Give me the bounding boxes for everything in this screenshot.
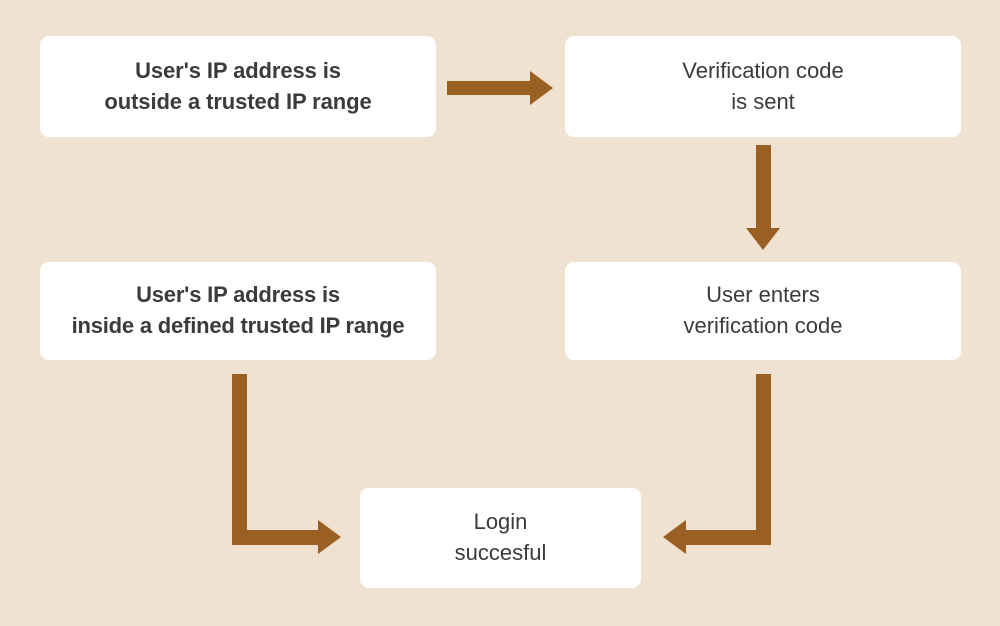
arrow-code-sent-to-enters-code (746, 145, 780, 250)
node-label: Login succesful (454, 509, 547, 565)
node-verification-code-sent: Verification code is sent (565, 36, 961, 137)
node-label: User's IP address is outside a trusted I… (104, 57, 372, 114)
node-label: User enters verification code (683, 282, 843, 338)
arrow-enters-code-to-login (663, 374, 771, 554)
arrow-inside-to-login (232, 374, 341, 554)
node-label: User's IP address is inside a defined tr… (71, 282, 405, 338)
node-login-successful: Login succesful (360, 488, 641, 588)
node-label: Verification code is sent (682, 57, 844, 114)
node-user-enters-verification-code: User enters verification code (565, 262, 961, 360)
arrow-outside-to-code-sent (447, 71, 553, 105)
node-outside-trusted-ip-range: User's IP address is outside a trusted I… (40, 36, 436, 137)
node-inside-trusted-ip-range: User's IP address is inside a defined tr… (40, 262, 436, 360)
